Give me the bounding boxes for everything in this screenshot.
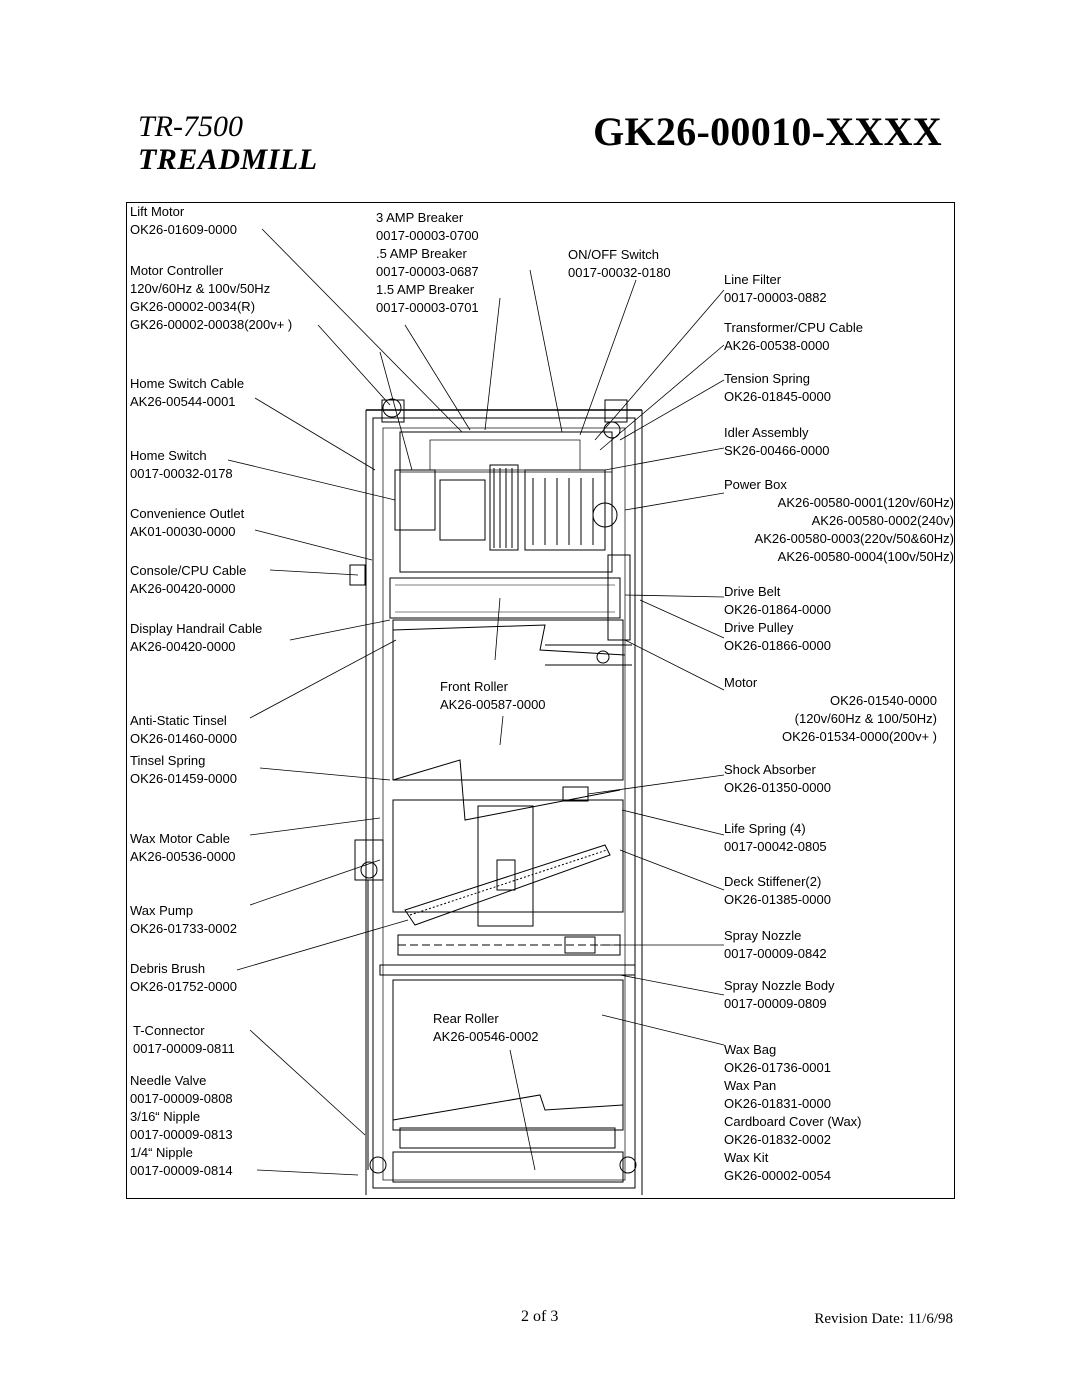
label-tension-spring: Tension Spring OK26-01845-0000 (724, 371, 831, 404)
label-shock-absorber: Shock Absorber OK26-01350-0000 (724, 762, 831, 795)
leader-lines (227, 228, 725, 1176)
deck (392, 619, 624, 781)
label-transformer-cpu-cable: Transformer/CPU Cable AK26-00538-0000 (724, 320, 863, 353)
model-title: TR-7500 (138, 110, 243, 143)
label-anti-static-tinsel: Anti-Static Tinsel OK26-01460-0000 (130, 713, 237, 746)
label-wax-pump: Wax Pump OK26-01733-0002 (130, 903, 237, 936)
flywheel (489, 464, 519, 551)
label-drive-belt: Drive Belt OK26-01864-0000 Drive Pulley … (724, 584, 831, 653)
label-power-box: Power Box (724, 477, 787, 492)
diagram-frame (126, 202, 955, 1199)
motor-body (524, 469, 606, 551)
label-home-switch-cable: Home Switch Cable AK26-00544-0001 (130, 376, 245, 409)
power-box (439, 479, 486, 541)
wax-pan (392, 979, 624, 1131)
label-display-handrail-cable: Display Handrail Cable AK26-00420-0000 (130, 621, 263, 654)
front-roller (389, 577, 621, 619)
part-code-title: GK26-00010-XXXX (593, 109, 942, 154)
label-line-filter: Line Filter 0017-00003-0882 (724, 272, 827, 305)
label-power-box-variants: AK26-00580-0001(120v/60Hz) AK26-00580-00… (754, 495, 954, 564)
label-life-spring: Life Spring (4) 0017-00042-0805 (724, 821, 827, 854)
label-on-off-switch: ON/OFF Switch 0017-00032-0180 (568, 247, 671, 280)
label-spray-nozzle-body: Spray Nozzle Body 0017-00009-0809 (724, 978, 835, 1011)
wax-pump (354, 839, 384, 881)
label-spray-nozzle: Spray Nozzle 0017-00009-0842 (724, 928, 827, 961)
label-tinsel-spring: Tinsel Spring OK26-01459-0000 (130, 753, 237, 786)
rear-roller (392, 1151, 624, 1183)
revision-date: Revision Date: 11/6/98 (814, 1311, 953, 1327)
label-debris-brush: Debris Brush OK26-01752-0000 (130, 961, 237, 994)
label-deck-stiffener: Deck Stiffener(2) OK26-01385-0000 (724, 874, 831, 907)
motor-compartment (399, 431, 613, 573)
label-motor-variants: OK26-01540-0000 (120v/60Hz & 100/50Hz) O… (781, 693, 937, 744)
label-home-switch: Home Switch 0017-00032-0178 (130, 448, 233, 481)
page-number: 2 of 3 (521, 1308, 559, 1325)
label-wax-bag: Wax Bag OK26-01736-0001 Wax Pan OK26-018… (724, 1042, 862, 1183)
frame-outline (372, 417, 636, 1189)
label-wax-motor-cable: Wax Motor Cable AK26-00536-0000 (130, 831, 236, 864)
label-lift-motor: Lift Motor OK26-01609-0000 (130, 204, 237, 237)
label-front-roller: Front Roller AK26-00587-0000 (440, 679, 546, 712)
label-rear-roller: Rear Roller AK26-00546-0002 (433, 1011, 539, 1044)
drive-belt (607, 554, 631, 641)
label-needle-valve: Needle Valve 0017-00009-0808 3/16“ Nippl… (130, 1073, 233, 1178)
label-convenience-outlet: Convenience Outlet AK01-00030-0000 (130, 506, 245, 539)
label-idler-assembly: Idler Assembly SK26-00466-0000 (724, 425, 830, 458)
product-title: TREADMILL (138, 143, 318, 176)
label-breakers: 3 AMP Breaker 0017-00003-0700 .5 AMP Bre… (376, 210, 479, 315)
label-console-cpu-cable: Console/CPU Cable AK26-00420-0000 (130, 563, 247, 596)
debris-brush (404, 844, 611, 926)
label-motor: Motor (724, 675, 758, 690)
label-t-connector: T-Connector 0017-00009-0811 (133, 1023, 235, 1056)
label-motor-controller: Motor Controller 120v/60Hz & 100v/50Hz G… (130, 263, 293, 332)
